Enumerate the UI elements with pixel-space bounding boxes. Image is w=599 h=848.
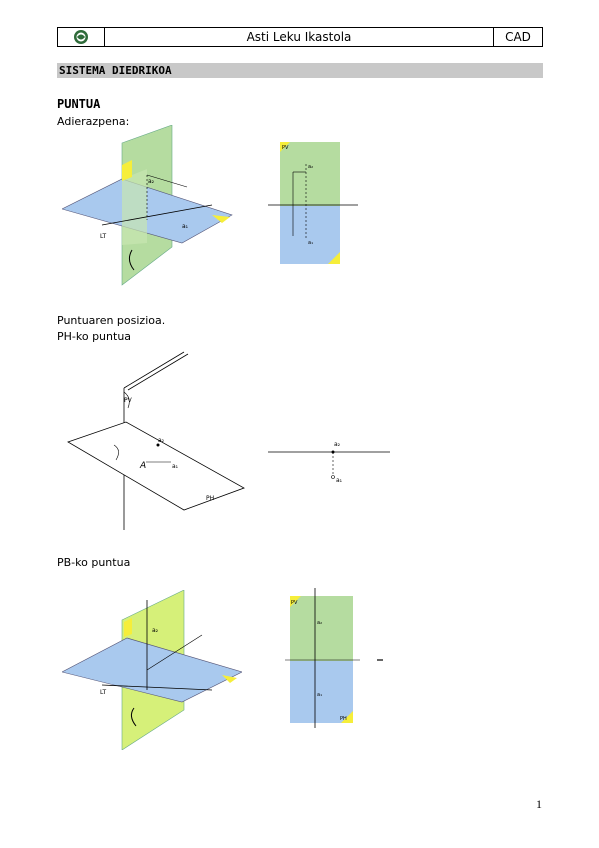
fig3-a-h-label: a₁ (172, 463, 179, 470)
fig3-pv-label: PV (124, 397, 133, 404)
dihedral-3d-figure: LT a₁ a₂ (62, 125, 233, 286)
school-name: Asti Leku Ikastola (246, 30, 352, 44)
fig4-a-h-label: a₁ (336, 477, 343, 484)
subject-label: CAD (493, 28, 542, 46)
page-number: 1 (536, 797, 542, 811)
fig5-a-v-label: a₂ (152, 627, 159, 634)
ph-point-projection-figure: a₂ a₁ (268, 441, 390, 484)
fig3-ph-label: PH (206, 495, 214, 502)
pb-point-label: PB-ko puntua (57, 556, 131, 569)
header-table: Asti Leku Ikastola CAD (57, 27, 543, 47)
position-label: Puntuaren posizioa. (57, 314, 166, 327)
ground-line-label: LT (100, 233, 107, 240)
fig2-a-v-label: a₂ (308, 164, 313, 170)
fig3-point-a-label: A (139, 461, 146, 471)
fig1-a-v-label: a₂ (148, 178, 155, 185)
representation-label: Adierazpena: (57, 115, 130, 128)
fig2-pv-label: PV (282, 145, 289, 151)
fig6-pv-label: PV (291, 600, 298, 606)
dihedral-projection-figure: PV a₂ a₁ (268, 142, 358, 264)
fig6-a-v-label: a₂ (317, 620, 322, 626)
section-title: SISTEMA DIEDRIKOA (57, 63, 543, 78)
fig1-a-h-label: a₁ (182, 223, 189, 230)
fig6-ph-label: PH (340, 716, 347, 722)
fig4-a-v-label: a₂ (334, 441, 341, 448)
pb-point-3d-figure: LT a₂ (62, 590, 242, 750)
header-logo-cell (58, 28, 105, 46)
pb-point-projection-figure: PV PH a₂ a₁ (285, 588, 383, 728)
fig2-a-h-label: a₁ (308, 240, 313, 246)
school-emblem-icon (74, 30, 88, 44)
fig6-a-h-label: a₁ (317, 692, 322, 698)
ph-point-label: PH-ko puntua (57, 330, 132, 343)
fig3-a-v-label: a₂ (158, 437, 165, 444)
ph-point-3d-figure: PV A a₂ a₁ PH (67, 351, 245, 530)
fig5-ground-line-label: LT (100, 689, 107, 696)
topic-heading: PUNTUA (57, 97, 101, 111)
